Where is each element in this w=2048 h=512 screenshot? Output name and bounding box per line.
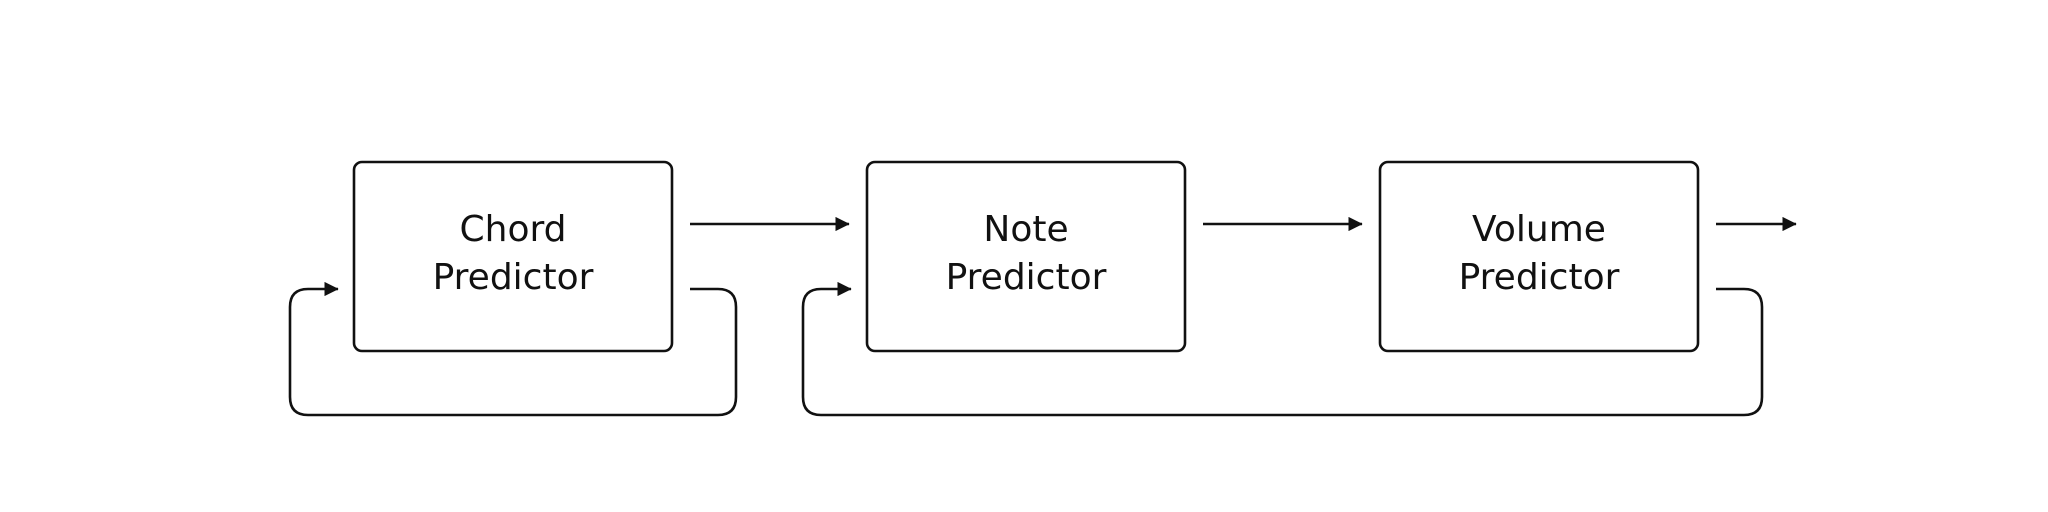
node-label-line2: Predictor	[946, 257, 1107, 298]
edge-chord-feedback-loop	[288, 281, 738, 417]
node-box	[1378, 160, 1700, 353]
node-label-line1: Volume	[1472, 209, 1606, 250]
node-label-line2: Predictor	[433, 257, 594, 298]
node-label-line1: Chord	[460, 209, 567, 250]
node-label-line1: Note	[983, 209, 1068, 250]
edge-volume-to-note-feedback	[801, 281, 1764, 417]
node-chord-predictor: Chord Predictor	[352, 160, 674, 353]
node-volume-predictor: Volume Predictor	[1378, 160, 1700, 353]
node-label-line2: Predictor	[1459, 257, 1620, 298]
node-box	[865, 160, 1187, 353]
node-box	[352, 160, 674, 353]
node-note-predictor: Note Predictor	[865, 160, 1187, 353]
